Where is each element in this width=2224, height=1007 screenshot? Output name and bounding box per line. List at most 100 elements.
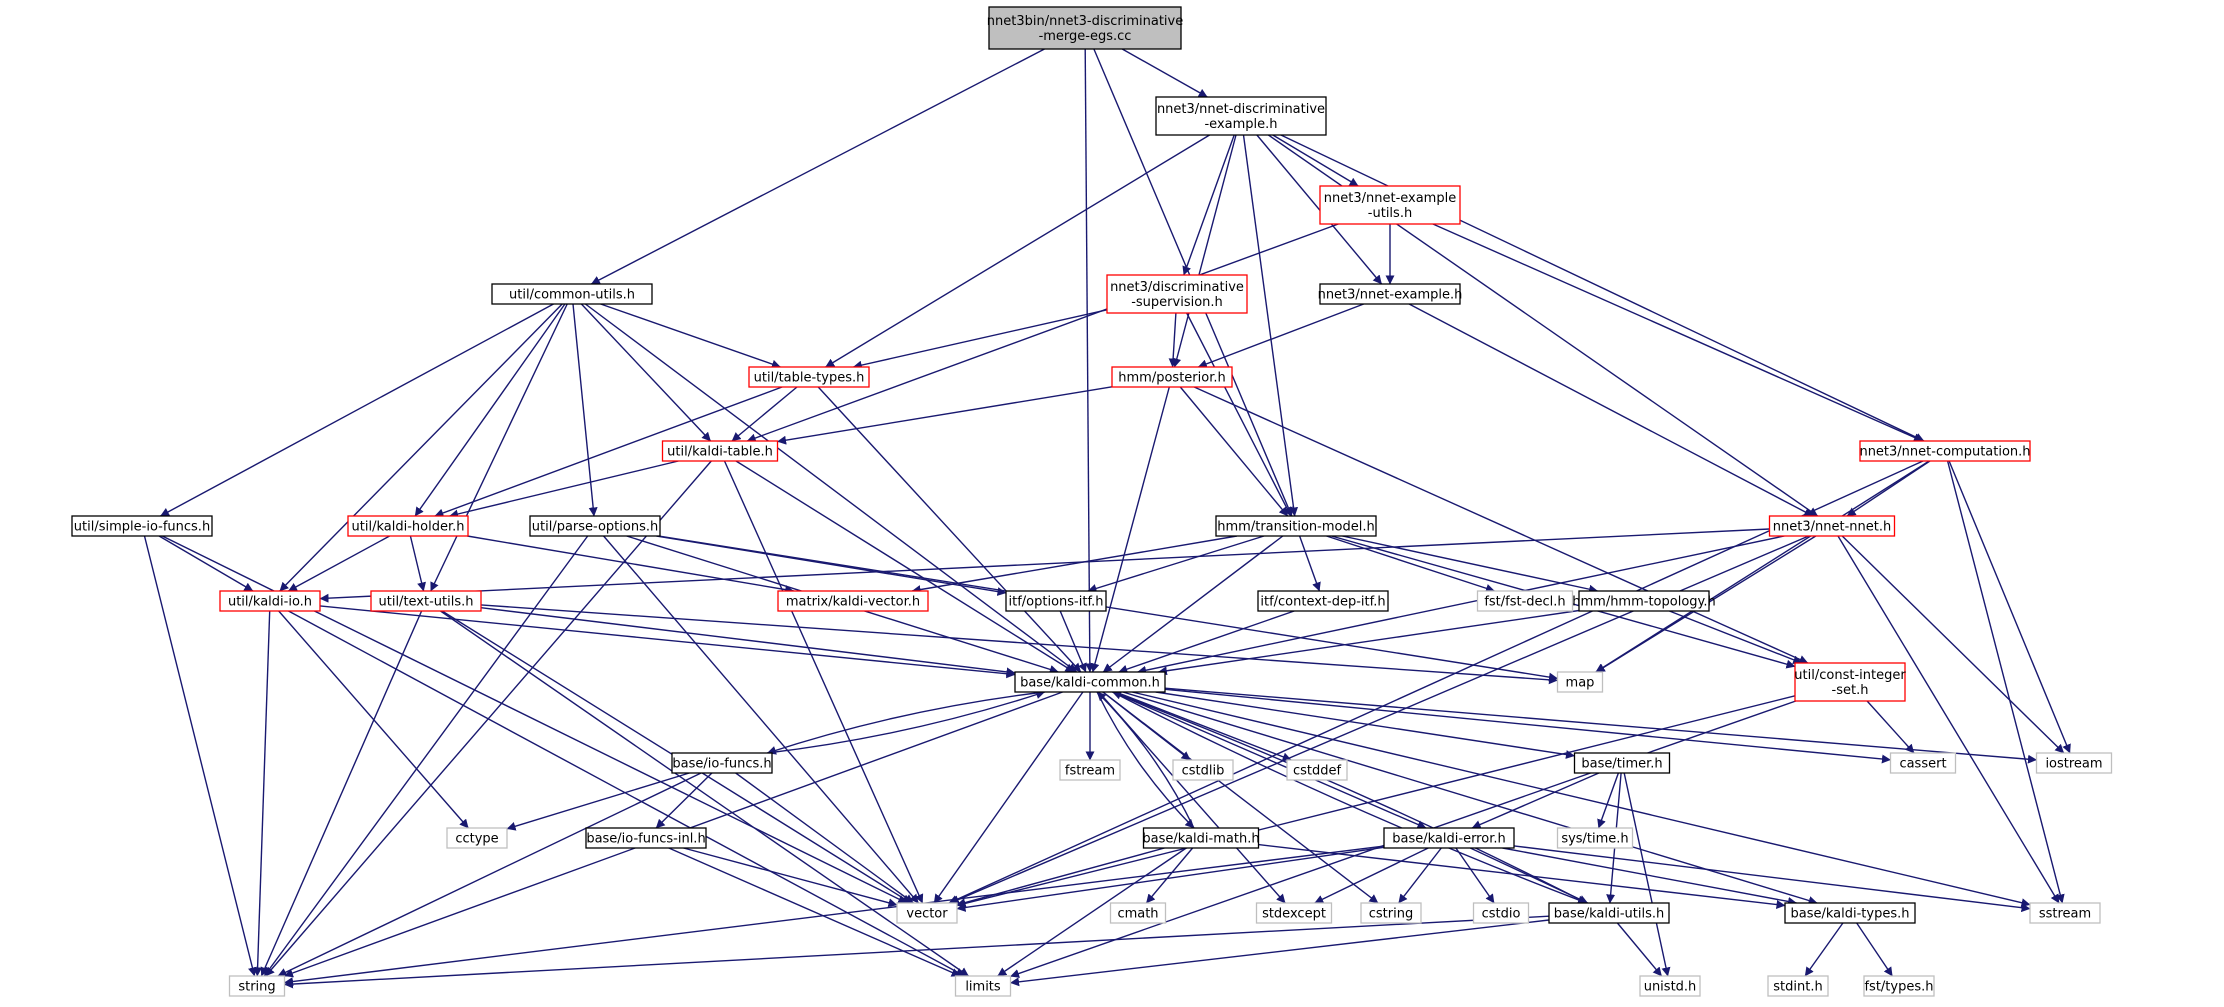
- node-label: cstdlib: [1182, 764, 1225, 779]
- node-ht[interactable]: hmm/hmm-topology.h: [1572, 590, 1716, 612]
- edge-line: [731, 386, 798, 442]
- node-kc[interactable]: base/kaldi-common.h: [1014, 671, 1166, 693]
- edge-line: [1242, 134, 1299, 517]
- edge-nc-to-sstream: [1946, 460, 2065, 904]
- node-box: [1472, 902, 1530, 924]
- edge-cu-to-kio: [279, 303, 563, 592]
- edge-kty-to-fsttypes: [1856, 922, 1893, 977]
- node-nn[interactable]: nnet3/nnet-nnet.h: [1768, 515, 1896, 537]
- edge-line: [825, 134, 1210, 368]
- edge-line: [735, 772, 914, 904]
- edge-line: [319, 605, 1016, 679]
- node-label: stdexcept: [1262, 907, 1326, 922]
- node-label: base/kaldi-common.h: [1020, 676, 1160, 691]
- node-kh[interactable]: util/kaldi-holder.h: [347, 515, 469, 537]
- edge-line: [1471, 772, 1600, 829]
- node-box: [2029, 902, 2101, 924]
- node-label: nnet3bin/nnet3-discriminative: [987, 14, 1184, 29]
- edge-line: [668, 847, 961, 977]
- edge-line: [1172, 134, 1237, 368]
- node-label: hmm/posterior.h: [1118, 371, 1225, 386]
- node-cu[interactable]: util/common-utils.h: [491, 283, 653, 305]
- node-ne[interactable]: nnet3/nnet-example.h: [1318, 283, 1463, 305]
- edge-ne-to-post: [1197, 303, 1364, 369]
- node-timer[interactable]: base/timer.h: [1573, 752, 1671, 774]
- edge-line: [1314, 847, 1429, 904]
- edge-post-to-kc: [1090, 386, 1170, 673]
- node-nde[interactable]: nnet3/nnet-discriminative-example.h: [1155, 96, 1327, 136]
- edge-line: [288, 610, 965, 977]
- node-ds[interactable]: nnet3/discriminative-supervision.h: [1106, 274, 1248, 314]
- node-tt[interactable]: util/table-types.h: [748, 366, 870, 388]
- node-ke[interactable]: base/kaldi-error.h: [1383, 827, 1515, 849]
- edge-line: [1513, 845, 2031, 913]
- node-kio[interactable]: util/kaldi-io.h: [219, 590, 321, 612]
- node-label: hmm/transition-model.h: [1217, 520, 1374, 535]
- edge-line: [852, 309, 1108, 370]
- node-label: limits: [965, 980, 1001, 995]
- node-iostream: iostream: [2035, 752, 2113, 774]
- edge-post-to-ci: [1193, 386, 1809, 664]
- edge-line: [657, 535, 1558, 682]
- edge-line: [1595, 460, 1930, 673]
- node-kty[interactable]: base/kaldi-types.h: [1784, 902, 1916, 924]
- edge-line: [467, 535, 795, 595]
- node-box: [1767, 975, 1829, 997]
- node-kt[interactable]: util/kaldi-table.h: [661, 440, 779, 462]
- edge-line: [480, 607, 1016, 677]
- node-fst: fst/fst-decl.h: [1476, 590, 1574, 612]
- node-box: [1794, 662, 1906, 702]
- node-post[interactable]: hmm/posterior.h: [1111, 366, 1233, 388]
- edge-ku-to-kc: [1112, 690, 1587, 904]
- edge-po-to-map: [657, 535, 1558, 682]
- edge-line: [1398, 847, 1442, 904]
- node-tu[interactable]: util/text-utils.h: [370, 590, 482, 612]
- edge-timer-to-systime: [1597, 772, 1620, 829]
- node-cd[interactable]: itf/context-dep-itf.h: [1257, 590, 1389, 612]
- node-label: nnet3/discriminative: [1110, 280, 1244, 295]
- edge-line: [434, 386, 783, 518]
- node-box: [1014, 671, 1166, 693]
- edge-line: [430, 303, 568, 592]
- node-root[interactable]: nnet3bin/nnet3-discriminative-merge-egs.…: [987, 6, 1184, 50]
- node-ku[interactable]: base/kaldi-utils.h: [1548, 902, 1670, 924]
- edge-kty-to-stdint: [1804, 922, 1844, 977]
- edge-line: [1121, 48, 1208, 98]
- node-ci[interactable]: util/const-integer-set.h: [1794, 662, 1906, 702]
- edge-line: [1455, 847, 1495, 904]
- edge-ku-to-unistd: [1616, 922, 1663, 977]
- node-oi[interactable]: itf/options-itf.h: [1005, 590, 1107, 612]
- edge-line: [1856, 922, 1893, 977]
- node-kv[interactable]: matrix/kaldi-vector.h: [777, 590, 929, 612]
- node-iofi[interactable]: base/io-funcs-inl.h: [585, 827, 707, 849]
- node-po[interactable]: util/parse-options.h: [529, 515, 661, 537]
- edge-line: [767, 690, 1046, 754]
- edge-kc-to-timer: [1155, 691, 1575, 759]
- edge-timer-to-ke: [1471, 772, 1600, 829]
- edge-tm-to-oi: [1087, 535, 1265, 593]
- node-sio[interactable]: util/simple-io-funcs.h: [71, 515, 213, 537]
- edge-post-to-tm: [1179, 386, 1289, 517]
- node-tm[interactable]: hmm/transition-model.h: [1215, 515, 1377, 537]
- node-nc[interactable]: nnet3/nnet-computation.h: [1859, 440, 2031, 462]
- edge-kio-to-limits: [288, 610, 965, 977]
- node-layer: nnet3bin/nnet3-discriminative-merge-egs.…: [71, 6, 2113, 997]
- node-neu[interactable]: nnet3/nnet-example-utils.h: [1319, 185, 1461, 225]
- edge-ke-to-stdexcept: [1314, 847, 1429, 904]
- edge-ne-to-nn: [1408, 303, 1814, 517]
- edge-ds-to-tm: [1186, 312, 1292, 517]
- node-km[interactable]: base/kaldi-math.h: [1142, 827, 1260, 849]
- node-box: [1768, 515, 1896, 537]
- edge-line: [1597, 772, 1620, 829]
- edge-nn-to-iostream: [1841, 535, 2065, 754]
- edge-ci-to-cassert: [1866, 700, 1915, 754]
- node-box: [219, 590, 321, 612]
- node-box: [1556, 671, 1604, 693]
- edge-line: [1132, 691, 2031, 908]
- node-label: util/parse-options.h: [532, 520, 658, 535]
- edge-sio-to-kio: [158, 535, 254, 592]
- node-box: [1548, 902, 1670, 924]
- node-iof[interactable]: base/io-funcs.h: [671, 752, 773, 774]
- edge-tu-to-string: [260, 610, 423, 977]
- edge-iof-to-kc: [767, 690, 1046, 754]
